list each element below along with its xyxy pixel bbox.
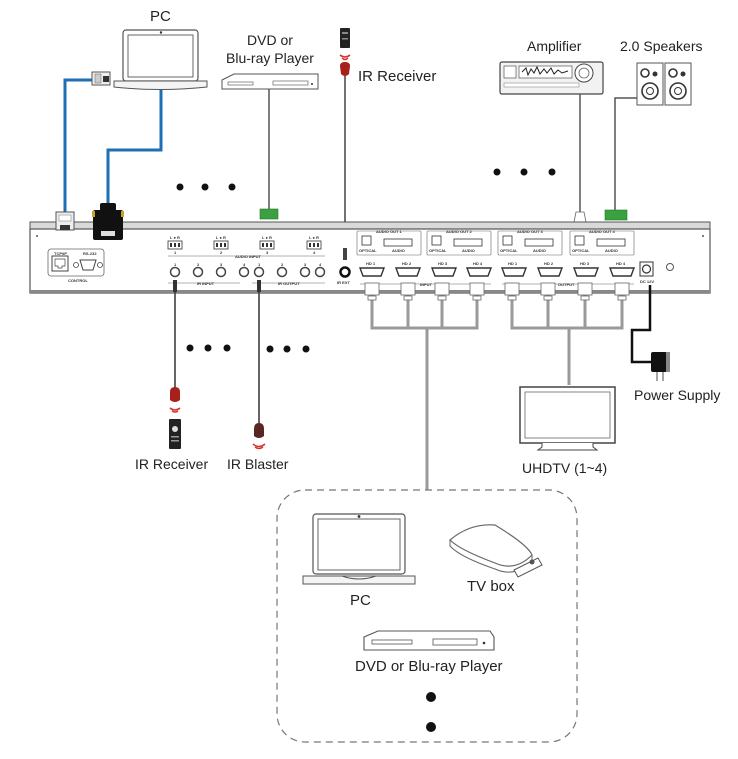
ir-out-number: 3	[304, 262, 307, 267]
ir-out-number: 4	[319, 262, 322, 267]
tv-icon	[519, 386, 616, 451]
audio-label: AUDIO	[392, 248, 405, 253]
ir-signal-icon	[339, 54, 351, 61]
audio-in-number: 3	[266, 250, 269, 255]
dvd-player-source-icon	[363, 630, 495, 651]
optical-plug-icon	[573, 211, 587, 223]
ir-receiver-top-icon	[340, 62, 350, 76]
optical-label: OPTICAL	[572, 248, 590, 253]
rs232-plug-icon	[92, 203, 124, 240]
ir-receiver-bottom-icon	[169, 387, 181, 449]
pc-laptop-source-icon	[302, 513, 416, 585]
hdmi-out-label: HD 4	[616, 261, 626, 266]
ir-receiver-bottom-label: IR Receiver	[135, 456, 209, 472]
optical-label: OPTICAL	[500, 248, 518, 253]
hdmi-plugs	[364, 282, 630, 296]
audio-out-4-label: AUDIO OUT 4	[589, 229, 615, 234]
lr-label: L ● R	[309, 235, 319, 240]
dvd-player-icon	[221, 73, 319, 90]
hdmi-in-label: HD 4	[473, 261, 483, 266]
tcpip-cable	[63, 78, 94, 212]
ir-input-label: IR INPUT	[197, 281, 215, 286]
ellipsis-dots	[176, 168, 556, 353]
tv-box-label: TV box	[467, 578, 515, 595]
amplifier-label: Amplifier	[527, 38, 582, 54]
hdmi-out-label: HD 2	[544, 261, 554, 266]
ir-in-number: 4	[243, 262, 246, 267]
ir-in-number: 2	[197, 262, 200, 267]
hdmi-out-label: HD 1	[508, 261, 518, 266]
audio-label: AUDIO	[533, 248, 546, 253]
pc-laptop-icon	[113, 29, 208, 90]
power-supply-label: Power Supply	[634, 387, 721, 403]
audio-label: AUDIO	[462, 248, 475, 253]
optical-label: OPTICAL	[429, 248, 447, 253]
audio-in-number: 2	[220, 250, 223, 255]
lr-label: L ● R	[170, 235, 180, 240]
lr-label: L ● R	[216, 235, 226, 240]
ir-out-number: 1	[258, 262, 261, 267]
power-adapter-icon	[651, 352, 670, 381]
network-cables	[63, 78, 163, 212]
audio-out-3-label: AUDIO OUT 3	[517, 229, 543, 234]
ir-remote-icon	[340, 28, 350, 48]
ir-output-label: IR OUTPUT	[278, 281, 300, 286]
audio-label: AUDIO	[605, 248, 618, 253]
rj45-plug-icon	[55, 211, 75, 231]
dvd-label-line2: Blu-ray Player	[226, 50, 314, 66]
lr-label: L ● R	[262, 235, 272, 240]
matrix-device-panel	[29, 221, 711, 294]
output-label: OUTPUT	[558, 282, 575, 287]
hdmi-in-label: HD 3	[438, 261, 448, 266]
green-terminal-icon	[604, 209, 628, 221]
input-label: INPUT	[420, 282, 432, 287]
pc-label: PC	[150, 8, 171, 25]
audio-in-number: 1	[174, 250, 177, 255]
dc-label: DC 12V	[640, 279, 655, 284]
ir-in-number: 1	[174, 262, 177, 267]
hdmi-in-label: HD 2	[402, 261, 412, 266]
green-terminal-icon	[259, 208, 279, 220]
speakers-label: 2.0 Speakers	[620, 38, 703, 54]
optical-label: OPTICAL	[359, 248, 377, 253]
speakers-icon	[636, 62, 692, 106]
uhdtv-label: UHDTV (1~4)	[522, 460, 608, 476]
rs232-cable	[106, 90, 163, 205]
dvd-source-label: DVD or Blu-ray Player	[355, 658, 503, 675]
control-label: CONTROL	[68, 278, 88, 283]
tcpip-port-label: TCP/IP	[54, 251, 67, 256]
amplifier-icon	[499, 61, 604, 95]
tv-box-icon	[449, 524, 543, 578]
audio-in-number: 4	[313, 250, 316, 255]
ir-receiver-top-label: IR Receiver	[358, 68, 437, 85]
pc-source-label: PC	[350, 592, 371, 609]
ir-blaster-icon	[252, 423, 266, 450]
hdmi-in-label: HD 1	[366, 261, 376, 266]
ir-in-number: 3	[220, 262, 223, 267]
ir-out-number: 2	[281, 262, 284, 267]
audio-out-2-label: AUDIO OUT 2	[446, 229, 472, 234]
ir-blaster-label: IR Blaster	[227, 456, 289, 472]
sources-group-box	[276, 489, 578, 743]
rs232-port-label: RS-232	[83, 251, 97, 256]
audio-out-1-label: AUDIO OUT 1	[376, 229, 402, 234]
hdmi-out-label: HD 3	[580, 261, 590, 266]
dvd-label-line1: DVD or	[247, 32, 293, 48]
more-sources-dots	[426, 692, 436, 732]
audio-input-label: AUDIO INPUT	[235, 254, 261, 259]
ir-ext-label: IR EXT	[337, 280, 350, 285]
tcpip-plug-icon	[91, 71, 111, 86]
